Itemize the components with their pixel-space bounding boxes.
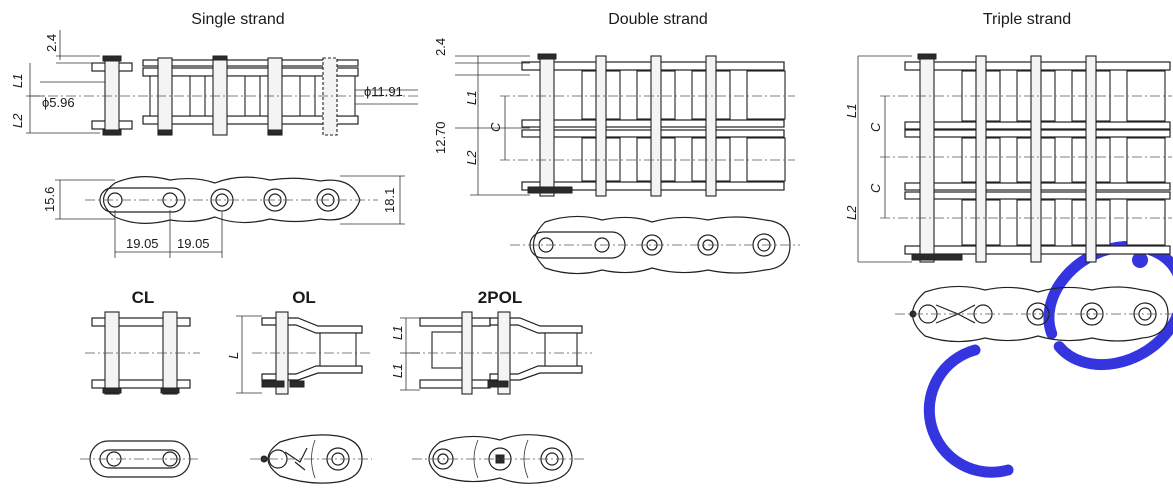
- single-strand-title: Single strand: [191, 11, 284, 28]
- dim-plate-thickness-double: 2.4: [433, 38, 448, 56]
- ol-offset-link-top: [236, 311, 372, 395]
- cl-title: CL: [132, 288, 155, 307]
- triple-strand-side-view: [895, 285, 1172, 343]
- single-strand-top-view: [26, 30, 420, 136]
- dim-roller-diameter: ϕ11.91: [364, 84, 403, 99]
- label-l1-2pol-bottom: L1: [390, 364, 405, 378]
- label-l2-single: L2: [10, 113, 25, 128]
- label-c1-triple: C: [868, 122, 883, 132]
- 2pol-link-side: [412, 434, 585, 484]
- dim-pitch-a: 19.05: [126, 236, 159, 251]
- label-c2-triple: C: [868, 183, 883, 193]
- double-strand-top-view: [455, 53, 795, 197]
- watermark-text: CO.: [1060, 419, 1063, 421]
- single-strand-side-view: [55, 175, 405, 258]
- cl-connecting-link-top: [85, 311, 200, 395]
- dim-pitch-b: 19.05: [177, 236, 210, 251]
- ol-title: OL: [292, 288, 316, 307]
- double-strand-title: Double strand: [608, 11, 708, 28]
- label-c-double: C: [488, 122, 503, 132]
- 2pol-title: 2POL: [478, 288, 522, 307]
- label-l1-double: L1: [464, 91, 479, 105]
- label-l-ol: L: [226, 352, 241, 359]
- ol-offset-link-side: [250, 434, 372, 484]
- cl-connecting-link-side: [80, 440, 200, 478]
- dim-plate-height-inner: 15.6: [42, 187, 57, 212]
- label-l1-single: L1: [10, 74, 25, 88]
- label-l1-2pol-top: L1: [390, 326, 405, 340]
- dim-plate-height-outer: 18.1: [382, 188, 397, 213]
- dim-plate-thickness-single: 2.4: [44, 34, 59, 52]
- triple-strand-title: Triple strand: [983, 11, 1071, 28]
- 2pol-link-top: [400, 311, 592, 395]
- watermark-logo: [923, 240, 1173, 478]
- dim-inner-width: 12.70: [433, 121, 448, 154]
- dim-pin-diameter: ϕ5.96: [42, 95, 75, 110]
- label-l1-triple: L1: [844, 104, 859, 118]
- double-strand-side-view: [510, 215, 800, 275]
- label-l2-double: L2: [464, 150, 479, 165]
- triple-strand-top-view: [857, 53, 1172, 263]
- label-l2-triple: L2: [844, 205, 859, 220]
